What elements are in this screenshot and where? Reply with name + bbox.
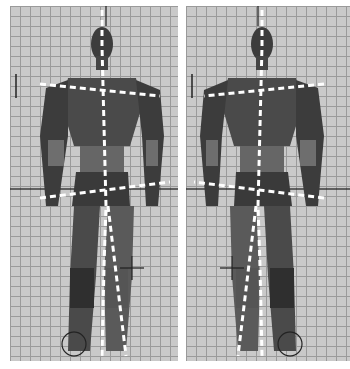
left-shin	[270, 268, 294, 308]
waist	[240, 146, 284, 172]
left-forearm-highlight	[300, 140, 316, 166]
figure-right	[186, 6, 350, 361]
figure-left	[10, 6, 178, 361]
viewport-right[interactable]	[186, 6, 350, 361]
right-forearm-highlight	[206, 140, 218, 166]
waist	[80, 146, 124, 172]
viewport-divider	[180, 0, 183, 369]
left-forearm-highlight	[48, 140, 64, 166]
right-forearm-highlight	[146, 140, 158, 166]
left-shin	[70, 268, 94, 308]
viewport-left[interactable]	[10, 6, 178, 361]
